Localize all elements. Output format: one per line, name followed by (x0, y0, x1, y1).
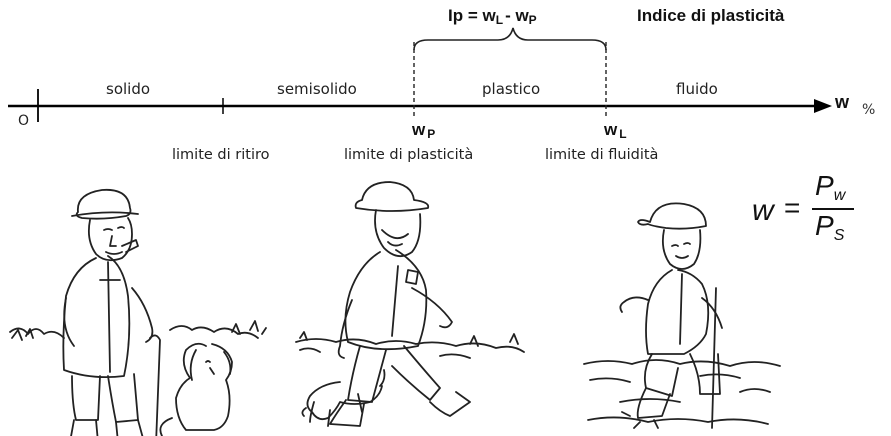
fraction-numerator: Pw (815, 170, 846, 204)
plasticity-index-formula: Ip = wL- wP (448, 6, 537, 27)
state-semisolid-label: semisolido (277, 80, 357, 98)
state-plastic-label: plastico (482, 80, 541, 98)
origin-label: O (18, 113, 30, 129)
plasticity-range-brace (413, 27, 607, 51)
axis-arrowhead (814, 99, 832, 113)
fraction-denominator: PS (815, 210, 845, 244)
water-content-symbol: w (752, 194, 774, 227)
axis-layer (8, 27, 832, 122)
man-standing-with-dog-icon (9, 188, 267, 436)
man-walking-with-dog-icon (295, 181, 525, 427)
axis-unit: % (862, 102, 876, 118)
state-solid-label: solido (106, 80, 151, 98)
equals-sign: = (784, 192, 801, 223)
man-sinking-in-mud-icon (583, 202, 781, 429)
plasticity-index-title: Indice di plasticità (637, 6, 785, 25)
fraction-bar (812, 208, 854, 210)
liquid-limit-label: limite di fluidità (545, 147, 659, 163)
plastic-limit-label: limite di plasticità (344, 147, 474, 163)
axis-label: w (835, 92, 850, 112)
illustrations (9, 181, 781, 436)
shrinkage-limit-label: limite di ritiro (172, 147, 270, 163)
state-fluid-label: fluido (676, 80, 718, 98)
